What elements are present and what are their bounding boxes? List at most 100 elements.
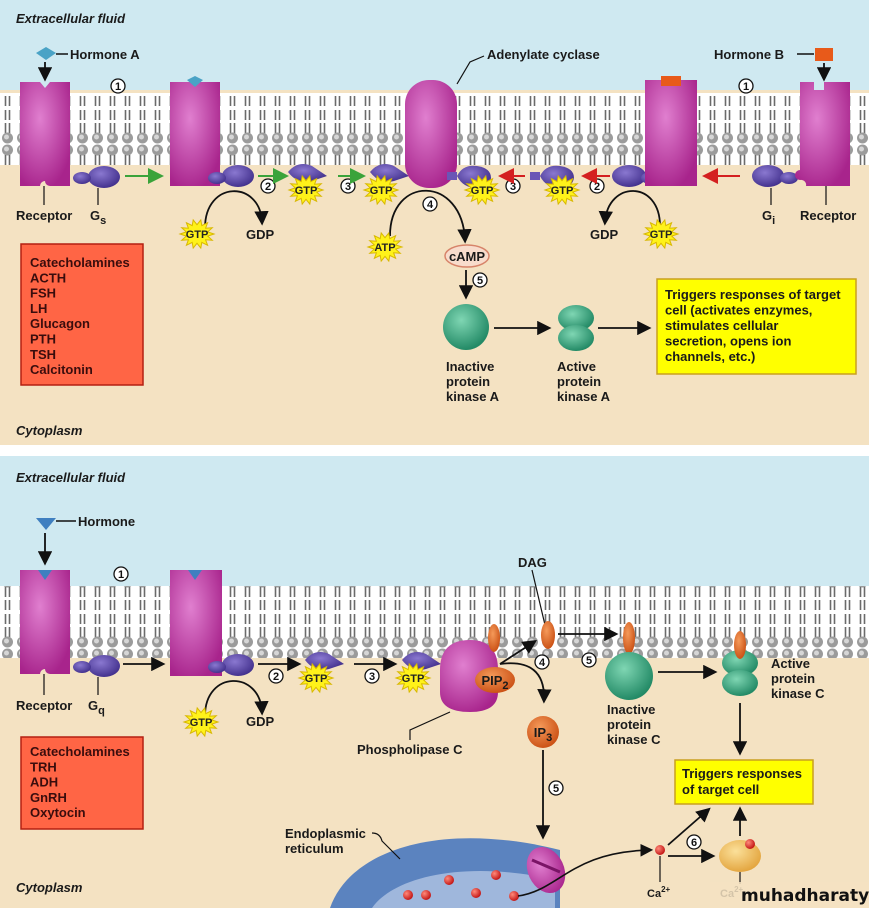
plasma-membrane: [0, 586, 869, 658]
phospholipase-c-icon: [440, 640, 498, 712]
response-line: of target cell: [682, 782, 759, 797]
adenylate-cyclase-icon: [405, 80, 457, 188]
hormone-list-item: Calcitonin: [30, 362, 93, 377]
gtp-star-icon: GTP: [463, 174, 501, 206]
gdp-label: GDP: [246, 714, 275, 729]
gi-label: Gi: [762, 208, 775, 227]
hormone-list-item: FSH: [30, 286, 56, 301]
hormone-list-item: TRH: [30, 759, 57, 774]
svg-text:GTP: GTP: [305, 673, 328, 685]
step-2-badge: [268, 668, 284, 684]
er-label: Endoplasmic reticulum: [285, 826, 370, 856]
g-alpha-icon: [305, 652, 344, 670]
svg-text:ATP: ATP: [374, 242, 395, 254]
svg-text:PIP2: PIP2: [481, 673, 508, 692]
svg-text:4: 4: [427, 199, 434, 211]
step-5-badge: [472, 272, 488, 288]
gtp-star-icon: GTP: [287, 174, 325, 206]
ip3-receptor-channel-icon: [526, 846, 566, 894]
dag-label: DAG: [518, 555, 547, 570]
svg-text:5: 5: [477, 275, 483, 287]
gq-protein-icon: [222, 654, 254, 676]
calcium-ion-icon: [655, 845, 665, 855]
gi-protein-icon: [612, 165, 646, 187]
active-kinase-a-label: Active protein kinase A: [557, 359, 611, 404]
step-5-badge: [548, 780, 564, 796]
step-4-badge: [534, 654, 550, 670]
svg-text:GTP: GTP: [190, 717, 213, 729]
response-line: stimulates cellular: [665, 318, 778, 333]
svg-text:3: 3: [345, 181, 351, 193]
hormone-list-item: TSH: [30, 347, 56, 362]
hormone-list-box: [20, 736, 144, 830]
svg-text:2: 2: [594, 181, 600, 193]
gi-protein-icon: [752, 165, 784, 187]
hormone-b-icon: [815, 48, 833, 61]
response-line: Triggers responses: [682, 766, 802, 781]
hormone-b-label: Hormone B: [714, 47, 784, 62]
receptor-label: Receptor: [16, 698, 72, 713]
receptor-bound-icon: [170, 570, 222, 676]
gtp-star-icon: GTP: [182, 706, 220, 738]
extracellular-region: [0, 456, 869, 586]
svg-text:6: 6: [691, 837, 697, 849]
gs-protein-icon: [88, 166, 120, 188]
hormone-list-item: Catecholamines: [30, 744, 130, 759]
svg-text:GTP: GTP: [186, 229, 209, 241]
response-line: secretion, opens ion: [665, 334, 791, 349]
cytoplasm-label: Cytoplasm: [16, 880, 83, 895]
svg-text:GTP: GTP: [370, 185, 393, 197]
gtp-star-icon: GTP: [642, 218, 680, 250]
step-2-badge: [260, 178, 276, 194]
gq-protein-icon: [88, 655, 120, 677]
inactive-protein-kinase-c-icon: [605, 652, 653, 700]
dag-molecule: [488, 624, 500, 652]
extracellular-label: Extracellular fluid: [16, 470, 126, 485]
svg-text:IP3: IP3: [534, 725, 552, 744]
step-6-badge: [686, 834, 702, 850]
phospholipase-c-label: Phospholipase C: [357, 742, 463, 757]
adenylate-cyclase-label: Adenylate cyclase: [487, 47, 600, 62]
gq-label: Gq: [88, 698, 105, 717]
svg-text:2: 2: [265, 181, 271, 193]
active-protein-kinase-c-icon: [722, 631, 758, 696]
hormone-list-item: ACTH: [30, 270, 66, 285]
svg-text:1: 1: [743, 81, 749, 93]
svg-text:GTP: GTP: [402, 673, 425, 685]
extracellular-region: [0, 0, 869, 90]
response-line: cell (activates enzymes,: [665, 303, 812, 318]
hormone-list-item: LH: [30, 301, 47, 316]
svg-text:1: 1: [115, 81, 121, 93]
ip3-molecule: [527, 716, 559, 748]
receptor-icon: [20, 82, 70, 186]
hormone-label: Hormone: [78, 514, 135, 529]
svg-text:GTP: GTP: [551, 185, 574, 197]
g-alpha-icon: [370, 164, 409, 182]
hormone-icon: [36, 518, 56, 530]
dag-molecule: [541, 621, 555, 649]
inactive-kinase-a-label: Inactive protein kinase A: [446, 359, 500, 404]
inactive-protein-kinase-a-icon: [443, 304, 489, 350]
svg-text:5: 5: [553, 783, 559, 795]
hormone-list-box: [20, 243, 144, 386]
hormone-a-bound-icon: [187, 76, 203, 87]
hormone-list-item: GnRH: [30, 790, 67, 805]
gtp-star-icon: GTP: [543, 174, 581, 206]
step-1-badge: [110, 78, 126, 94]
hormone-b-bound-icon: [661, 76, 681, 86]
receptor-bound-icon: [645, 80, 697, 186]
svg-text:1: 1: [118, 569, 124, 581]
panel-pip2-pathway: Extracellular fluid Cytoplasm Hormone Re…: [0, 456, 869, 908]
response-line: channels, etc.): [665, 349, 755, 364]
receptor-bound-icon: [170, 82, 220, 186]
hormone-list-item: Glucagon: [30, 316, 90, 331]
active-kinase-c-label: Active protein kinase C: [771, 656, 825, 701]
hormone-list: CatecholaminesACTHFSHLHGlucagonPTHTSHCal…: [30, 255, 130, 377]
cytoplasm-label: Cytoplasm: [16, 423, 83, 438]
panel-camp-pathway: Extracellular fluid Cytoplasm Hormone A …: [0, 0, 869, 445]
svg-text:GTP: GTP: [650, 229, 673, 241]
receptor-left-label: Receptor: [16, 208, 72, 223]
calcium-label: Ca2+: [647, 885, 671, 900]
